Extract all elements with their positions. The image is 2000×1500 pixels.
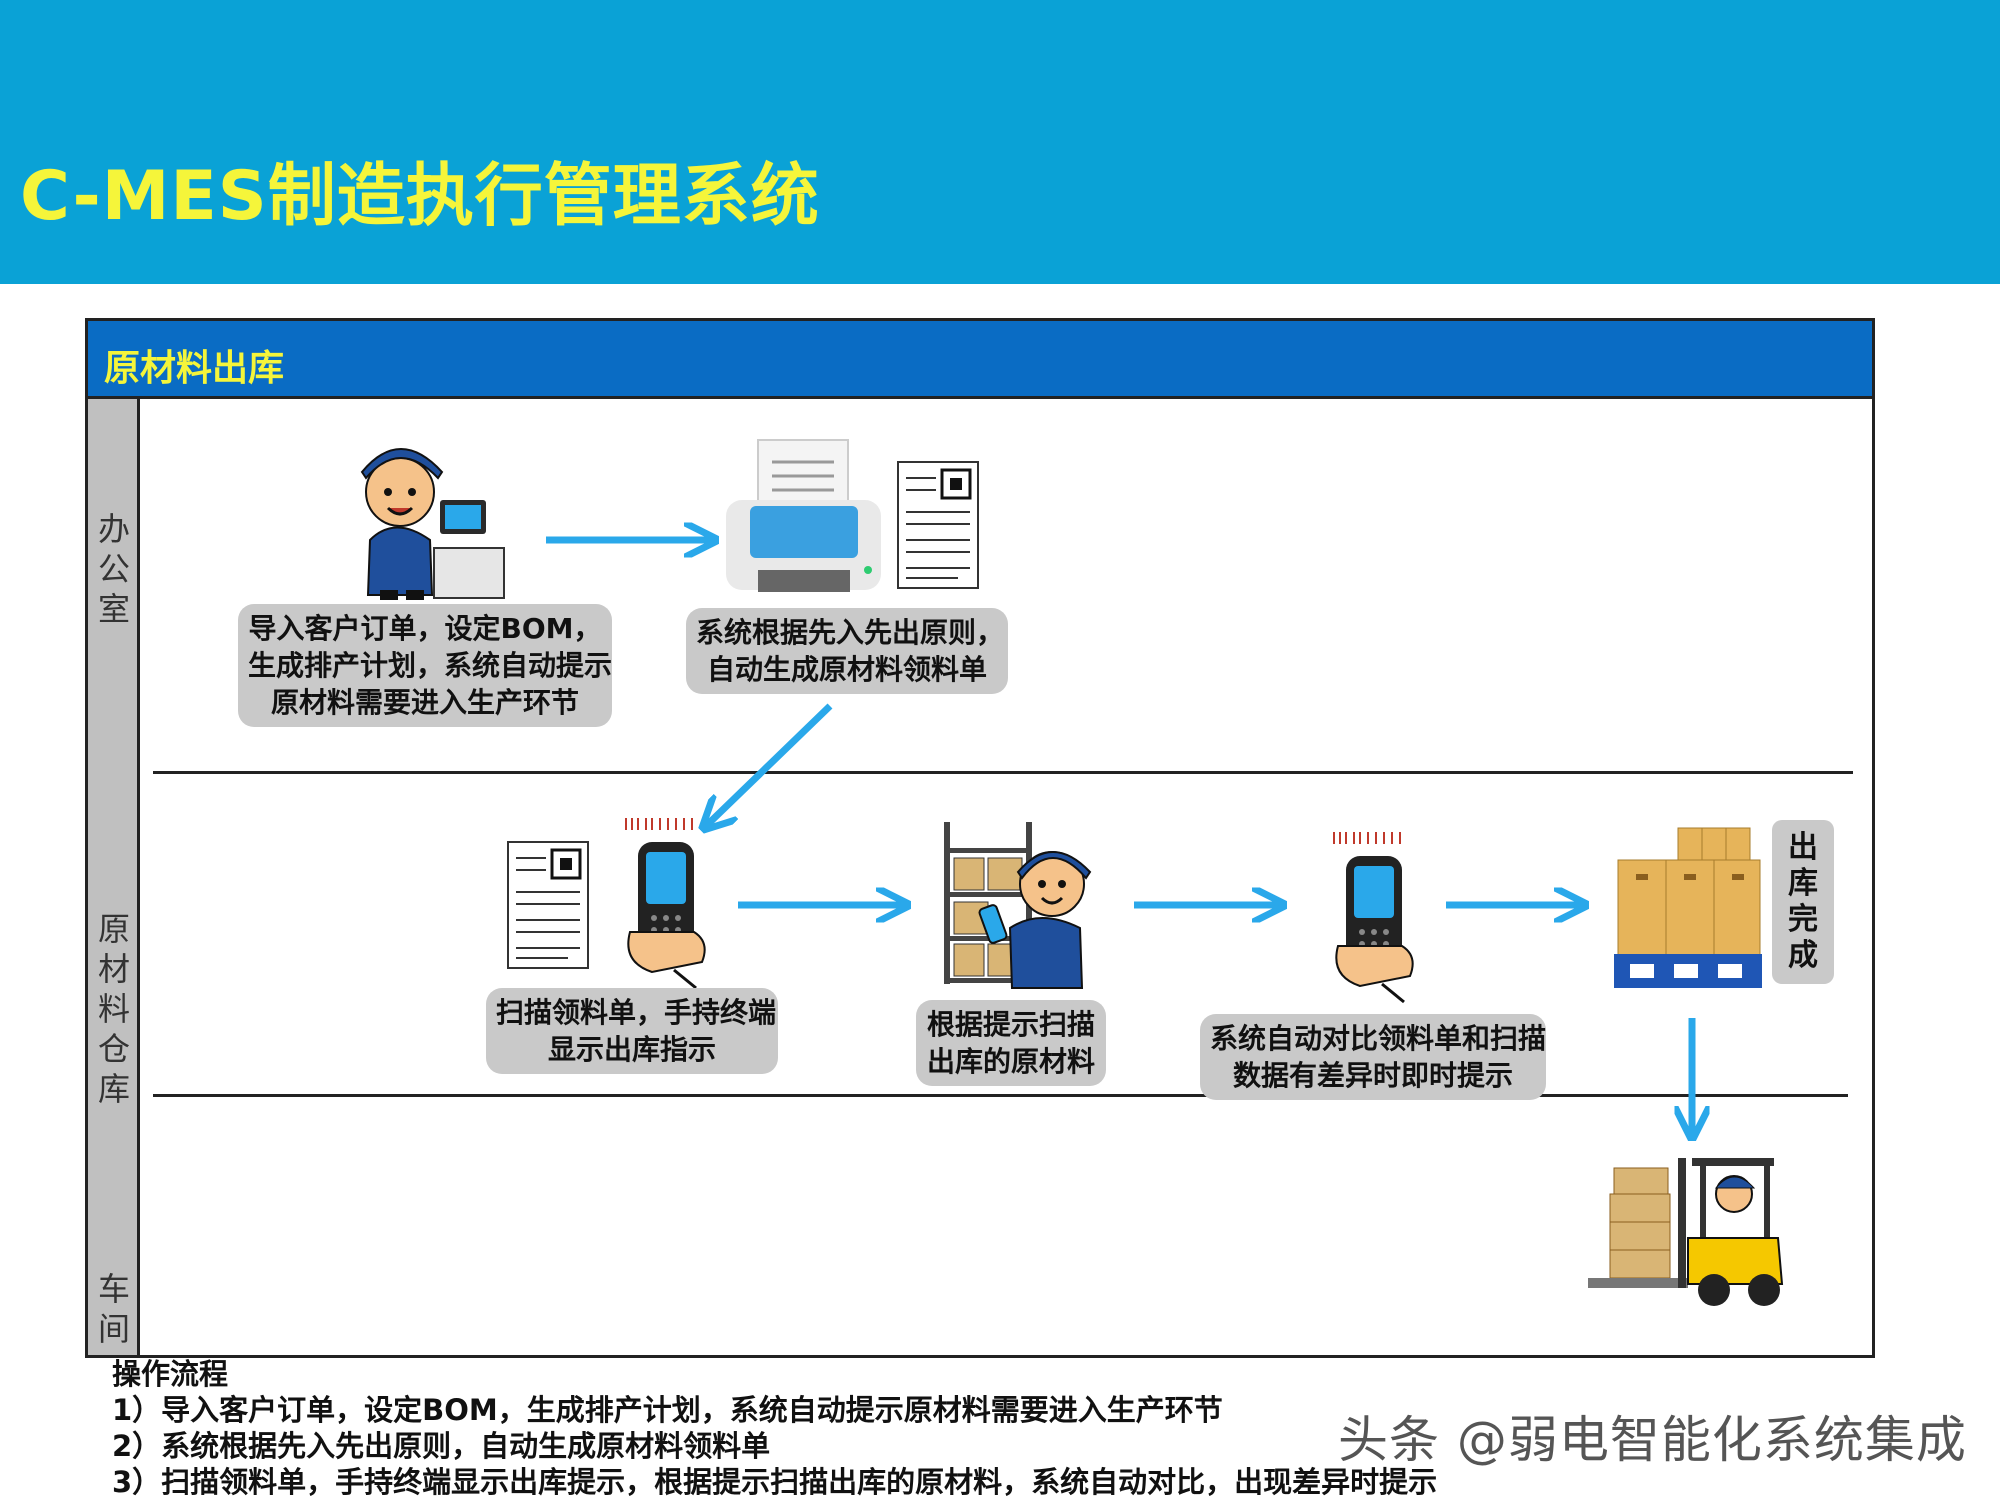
handheld-scanner-icon — [625, 818, 706, 990]
operation-step: 2）系统根据先入先出原则，自动生成原材料领料单 — [112, 1429, 771, 1463]
step-caption-scan-slip: 扫描领料单，手持终端 显示出库指示 — [486, 988, 778, 1074]
lane-label-office: 办 公 室 — [97, 510, 130, 628]
pick-slip-document-icon — [507, 841, 589, 969]
office-worker-icon — [360, 448, 505, 600]
lane-label-workshop: 车 间 — [97, 1270, 130, 1348]
panel-header: 原材料出库 — [88, 321, 1872, 399]
step-caption-generate-slip: 系统根据先入先出原则， 自动生成原材料领料单 — [686, 608, 1008, 694]
operation-steps-title: 操作流程 — [112, 1357, 229, 1391]
pallet-boxes-icon — [1614, 827, 1762, 988]
forklift-icon — [1588, 1158, 1784, 1306]
handheld-scanner-icon — [1333, 832, 1414, 1004]
operation-steps: 操作流程 1）导入客户订单，设定BOM，生成排产计划，系统自动提示原材料需要进入… — [112, 1356, 1437, 1500]
operation-step: 1）导入客户订单，设定BOM，生成排产计划，系统自动提示原材料需要进入生产环节 — [112, 1393, 1223, 1427]
step-caption-import-order: 导入客户订单，设定BOM， 生成排产计划，系统自动提示 原材料需要进入生产环节 — [238, 604, 612, 727]
page-title: C-MES制造执行管理系统 — [20, 157, 820, 236]
watermark: 头条 @弱电智能化系统集成 — [1338, 1411, 1967, 1469]
lane-label-warehouse: 原 材 料 仓 库 — [97, 910, 130, 1108]
lane-bar: 办 公 室 原 材 料 仓 库 车 间 — [88, 399, 140, 1355]
operation-step: 3）扫描领料单，手持终端显示出库提示，根据提示扫描出库的原材料，系统自动对比，出… — [112, 1465, 1438, 1499]
panel-title: 原材料出库 — [104, 348, 285, 389]
lane-divider — [153, 771, 1853, 774]
step-caption-scan-material: 根据提示扫描 出库的原材料 — [916, 1000, 1106, 1086]
printer-icon — [726, 439, 881, 592]
warehouse-worker-icon — [944, 822, 1092, 989]
pick-slip-document-icon — [897, 461, 979, 589]
flow-panel: 原材料出库 办 公 室 原 材 料 仓 库 车 间 — [85, 318, 1875, 1358]
title-banner: C-MES制造执行管理系统 — [0, 0, 2000, 284]
step-caption-compare: 系统自动对比领料单和扫描 数据有差异时即时提示 — [1200, 1014, 1546, 1100]
lane-divider — [153, 1094, 1848, 1097]
outbound-complete-tag: 出 库 完 成 — [1772, 820, 1834, 984]
